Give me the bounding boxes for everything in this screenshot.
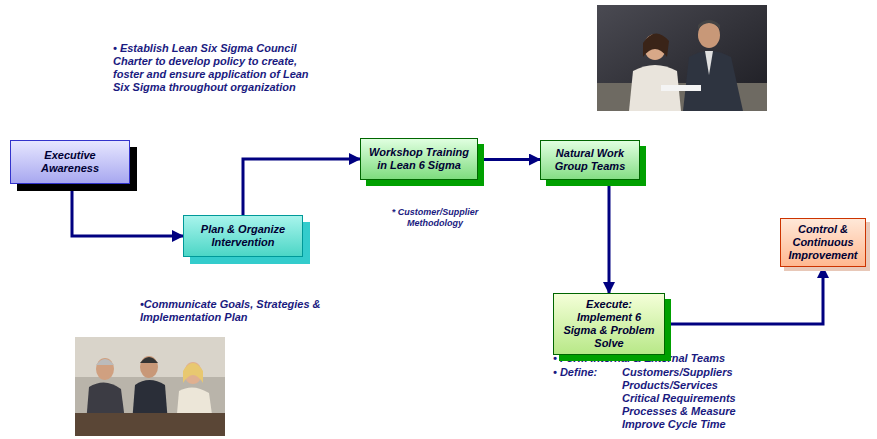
box-label: Control & Continuous Improvement <box>787 223 859 262</box>
photo-ground <box>597 5 767 111</box>
bullet-note: Processes & Measure <box>622 405 782 418</box>
box-label: Workshop Training in Lean 6 Sigma <box>367 146 471 172</box>
man-body <box>683 51 743 111</box>
note-text: * Customer/Supplier Methodology <box>385 207 485 229</box>
box-label: Execute: Implement 6 Sigma & Problem Sol… <box>560 298 658 350</box>
box-label: Plan & Organize Intervention <box>190 223 296 249</box>
man-hair <box>96 359 114 365</box>
bullet-note: • Establish Lean Six Sigma Council Chart… <box>113 42 313 94</box>
box-label: Executive Awareness <box>17 149 123 175</box>
man-shirt <box>705 51 713 75</box>
process-box: Plan & Organize Intervention <box>183 215 303 257</box>
flow-arrow <box>72 184 183 236</box>
process-box: Executive Awareness <box>10 140 130 184</box>
office-photo <box>597 5 767 111</box>
bullet-note: Products/Services <box>622 379 782 392</box>
flow-arrow <box>478 158 540 161</box>
woman-hair <box>643 33 669 57</box>
woman-hair <box>183 363 203 383</box>
bullet-note: Improve Cycle Time <box>622 418 782 431</box>
flow-arrow <box>665 267 823 324</box>
bullet-note: Customers/Suppliers <box>622 366 782 379</box>
bullet-note: •Communicate Goals, Strategies & Impleme… <box>140 298 330 324</box>
flow-arrow <box>608 180 611 293</box>
process-box: Workshop Training in Lean 6 Sigma <box>360 138 478 180</box>
man-head <box>96 358 114 380</box>
photo-ground <box>75 337 225 436</box>
man-hair <box>140 357 158 363</box>
man-hair <box>698 20 720 29</box>
table <box>75 413 225 436</box>
bullet-note: • Define: <box>553 366 623 379</box>
meeting-photo <box>75 337 225 436</box>
bullet-note: Critical Requirements <box>622 392 782 405</box>
woman-head <box>184 362 202 384</box>
process-box: Natural Work Group Teams <box>540 140 640 180</box>
process-box: Control & Continuous Improvement <box>780 218 866 267</box>
process-box: Execute: Implement 6 Sigma & Problem Sol… <box>553 293 665 355</box>
box-label: Natural Work Group Teams <box>547 147 633 173</box>
flow-arrow <box>243 159 360 215</box>
paper <box>661 85 701 91</box>
man-head <box>140 356 158 378</box>
